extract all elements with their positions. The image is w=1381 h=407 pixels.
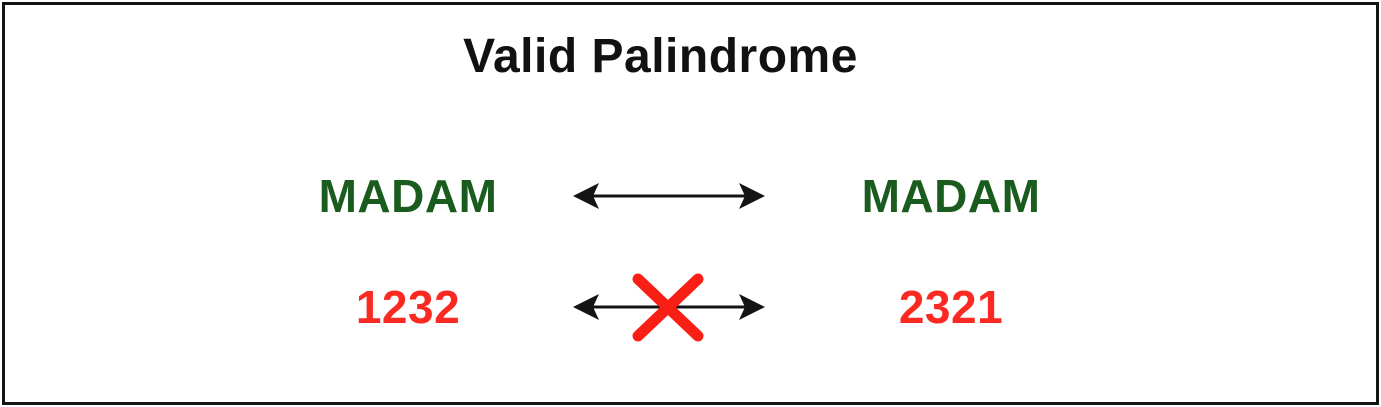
- palindrome-word-left: MADAM: [318, 170, 498, 222]
- arrowhead-left: [573, 183, 599, 209]
- double-arrow-icon: [571, 178, 767, 214]
- palindrome-word-right: MADAM: [861, 170, 1041, 222]
- arrowhead-right: [739, 183, 765, 209]
- arrowhead-right: [739, 294, 765, 320]
- arrowhead-left: [573, 294, 599, 320]
- number-left: 1232: [355, 281, 461, 333]
- crossed-double-arrow-icon: [571, 267, 767, 347]
- cross-icon: [632, 273, 704, 342]
- number-right: 2321: [898, 281, 1004, 333]
- diagram-title: Valid Palindrome: [463, 30, 858, 83]
